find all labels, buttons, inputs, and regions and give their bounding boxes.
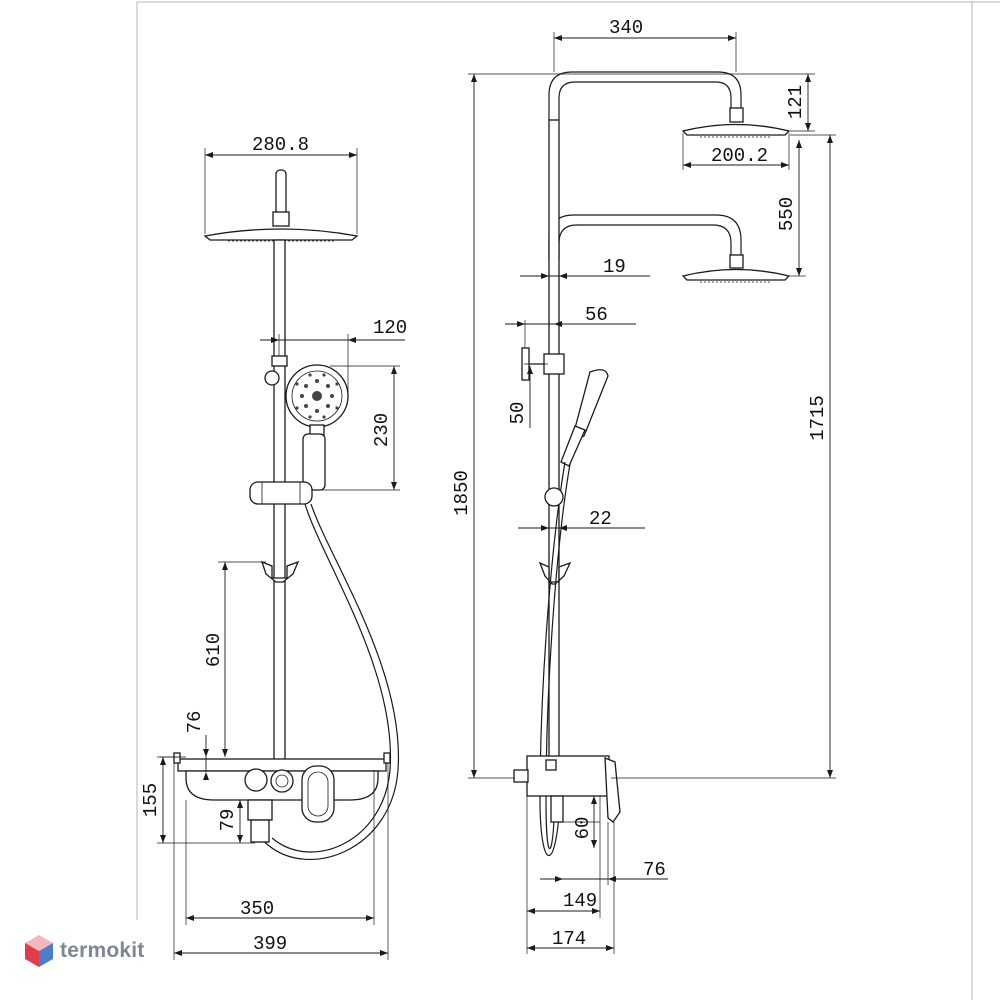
front-handshower-face <box>291 370 343 422</box>
dim-overall-height: 1850 <box>451 470 473 516</box>
dim-shelf-height: 76 <box>184 711 206 734</box>
side-mixer-body <box>526 755 610 797</box>
side-spout <box>550 795 564 823</box>
side-lever <box>604 757 621 823</box>
side-lower-head <box>681 268 791 281</box>
dim-pipe-offset: 22 <box>589 508 612 530</box>
dim-total-depth: 174 <box>552 928 586 950</box>
side-hook <box>538 561 572 585</box>
side-upper-connector <box>729 107 744 123</box>
front-shelf <box>177 758 387 772</box>
dim-slider-offset: 56 <box>585 304 608 326</box>
side-lower-arm <box>548 214 742 260</box>
dim-mixer-height: 155 <box>140 783 162 817</box>
front-temp-knob <box>270 769 294 793</box>
dim-handshower-height: 230 <box>371 413 393 447</box>
side-view: 340 1850 121 200.2 550 1715 <box>451 17 836 954</box>
front-hook <box>260 560 300 583</box>
dim-arm-reach: 340 <box>609 17 643 39</box>
front-overhead-head <box>203 228 359 241</box>
front-overhead-pipe <box>275 169 287 217</box>
front-outlet <box>247 799 273 821</box>
dim-overall-width: 399 <box>253 933 287 955</box>
front-lever <box>301 765 335 823</box>
dim-head-height: 1715 <box>807 395 829 441</box>
front-overhead-connector <box>272 211 290 227</box>
front-diverter-knob <box>244 768 268 792</box>
side-upper-head <box>681 123 791 136</box>
termokit-logo-icon <box>25 935 53 967</box>
brand-name: termokit <box>60 939 145 962</box>
dim-lever-depth: 76 <box>643 859 666 881</box>
dim-bracket-height: 610 <box>203 633 225 667</box>
dim-slider-height: 50 <box>507 402 529 425</box>
brand-watermark: termokit <box>24 934 144 968</box>
front-rail-knob <box>264 370 280 386</box>
side-ball-joint <box>544 487 564 507</box>
dim-overhead-diameter: 280.8 <box>252 134 309 156</box>
dim-head-diameter: 200.2 <box>711 145 768 167</box>
front-handshower-nozzles <box>295 373 339 419</box>
dim-body-depth: 149 <box>563 890 597 912</box>
front-slider <box>249 481 313 505</box>
front-view: 280.8 120 230 610 76 155 <box>140 134 407 960</box>
side-lower-connector <box>729 254 744 269</box>
dim-spout-height: 60 <box>572 817 594 840</box>
side-inlet <box>513 769 529 783</box>
dim-overhead-drop: 121 <box>785 85 807 119</box>
dim-shelf-width: 350 <box>240 898 274 920</box>
side-handshower-handle <box>560 425 586 467</box>
dim-height-adjust: 550 <box>776 197 798 231</box>
side-upper-arm <box>548 71 742 120</box>
front-rail-collar <box>271 355 288 367</box>
dim-rail-diameter: 19 <box>603 256 626 278</box>
dim-outlet-height: 79 <box>217 809 239 832</box>
dim-handshower-offset: 120 <box>373 317 407 339</box>
front-handshower-handle <box>302 433 326 491</box>
